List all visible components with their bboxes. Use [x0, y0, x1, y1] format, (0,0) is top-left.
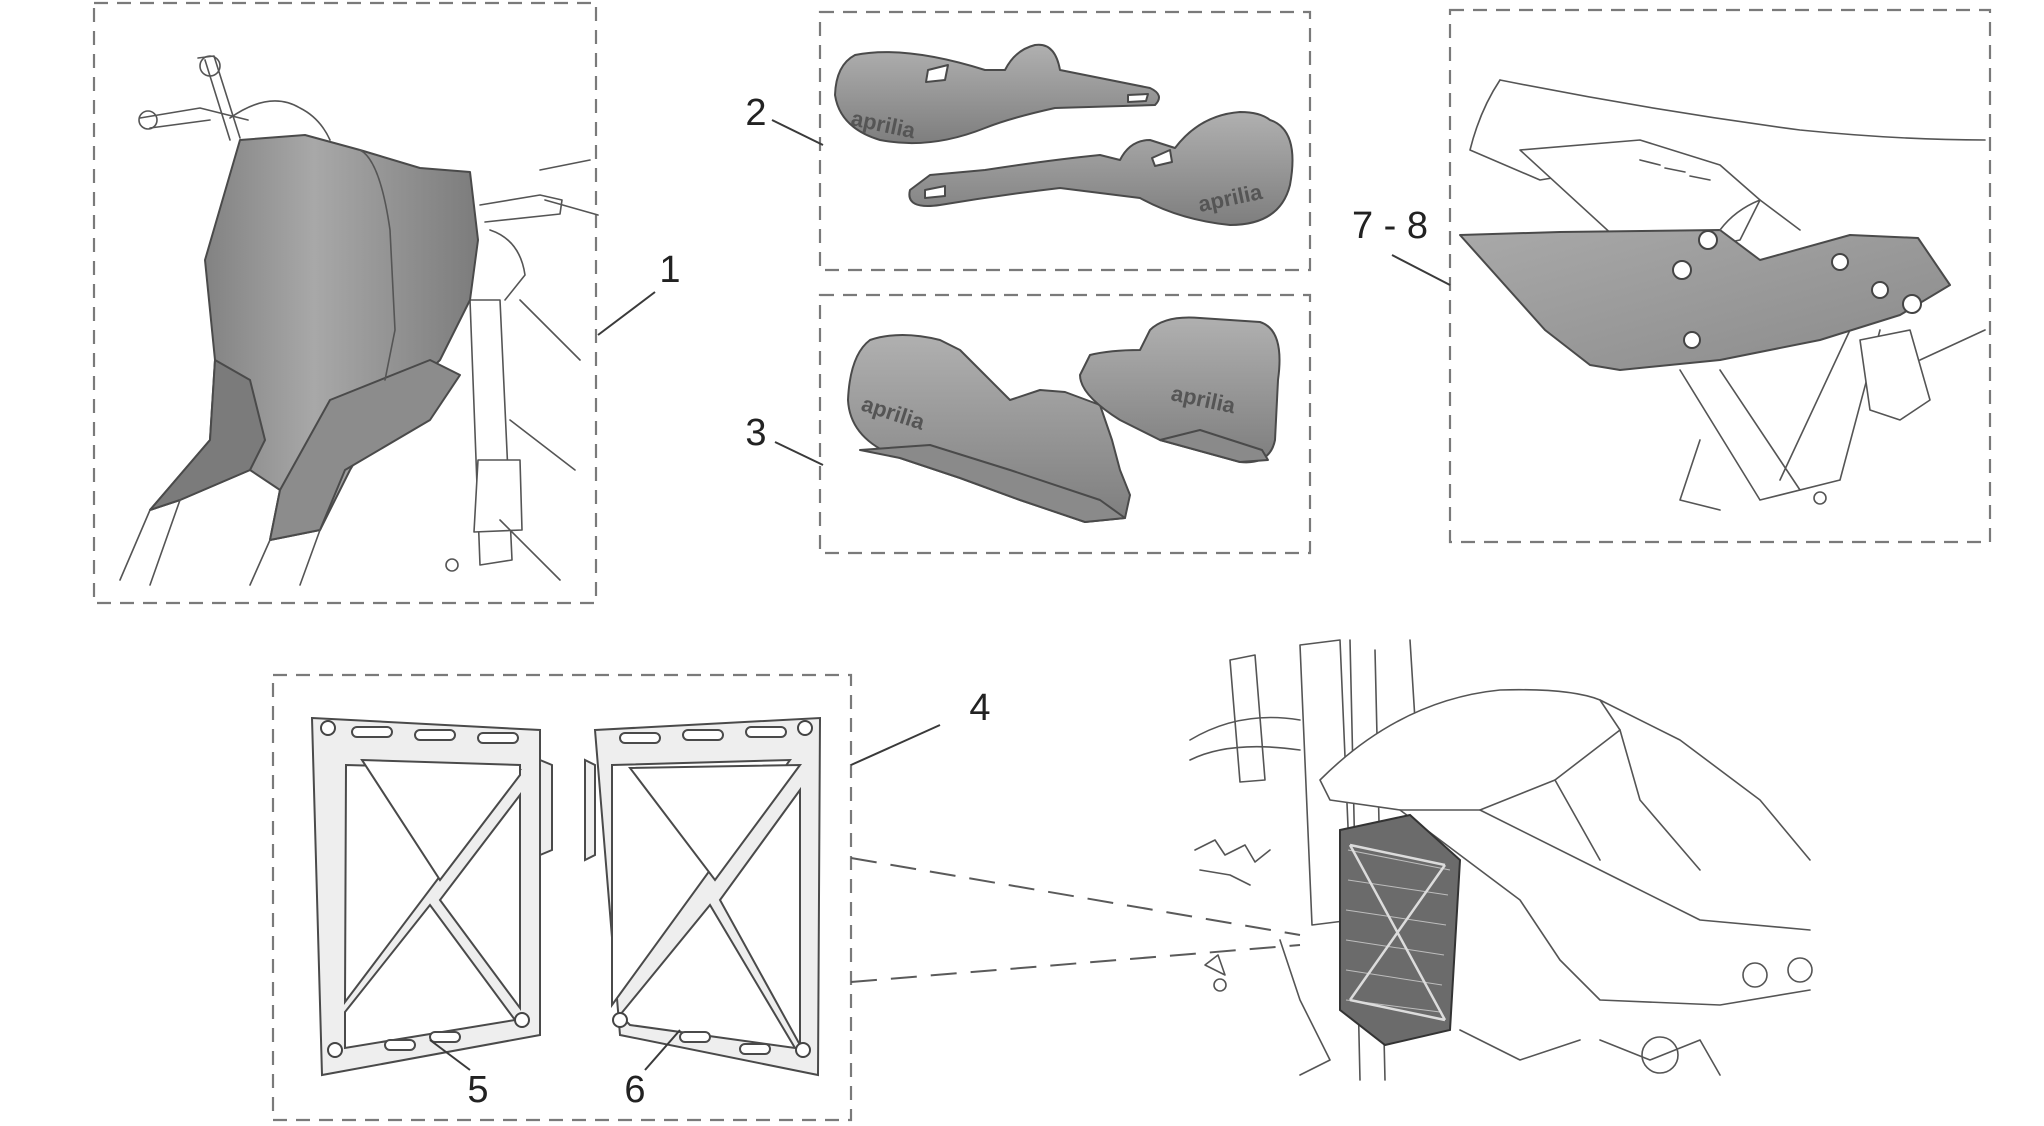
radiator-guard-right: [584, 716, 822, 1077]
projection-line-upper: [850, 857, 1301, 936]
leader-6: [644, 1029, 681, 1071]
frame-open-handguards: [818, 10, 1312, 272]
callout-1: 1: [659, 249, 680, 291]
leader-5: [429, 1039, 471, 1071]
front-fairing-group: 1: [92, 1, 681, 605]
callout-2: 2: [745, 92, 766, 134]
callout-4: 4: [969, 687, 990, 729]
leader-7-8: [1391, 254, 1451, 286]
side-panel-group: 7 - 8: [1352, 8, 1992, 544]
motorcycle-radiator-detail-icon: [1189, 639, 1813, 1081]
frame-side-panel: [1448, 8, 1992, 544]
leader-3: [774, 441, 824, 466]
callout-6: 6: [624, 1069, 645, 1111]
leader-4: [850, 724, 941, 766]
fairing-shield-icon: [119, 55, 599, 586]
open-handguards-group: aprilia aprilia 2: [745, 10, 1312, 272]
frame-closed-handguards: [818, 293, 1312, 555]
leader-2: [771, 119, 824, 146]
callout-7-8: 7 - 8: [1352, 205, 1428, 247]
radiator-guards-group: 4 5 6: [271, 673, 1301, 1122]
radiator-guard-left: [310, 716, 553, 1077]
side-panel-icon: [1459, 79, 1986, 511]
callout-3: 3: [745, 412, 766, 454]
callout-5: 5: [467, 1069, 488, 1111]
frame-radiator-guards: [271, 673, 853, 1122]
leader-1: [597, 291, 656, 336]
closed-handguards-group: aprilia aprilia 3: [745, 293, 1312, 555]
handguard-open-icon: aprilia aprilia: [834, 43, 1294, 226]
handguard-closed-icon: aprilia aprilia: [847, 316, 1281, 523]
radiator-guard-icon: [310, 716, 822, 1077]
projection-line-lower: [850, 944, 1301, 983]
